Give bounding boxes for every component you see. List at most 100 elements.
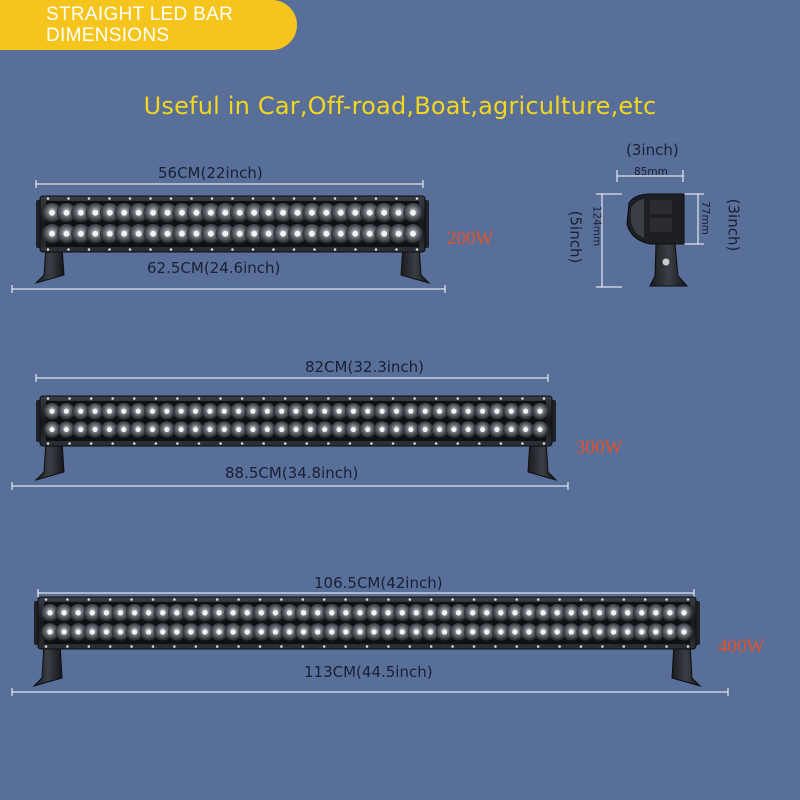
side-width-inch: (3inch)	[626, 141, 679, 159]
bar-200w-led-core	[77, 209, 84, 216]
bar-200w-screw	[272, 248, 275, 251]
bar-400w-led-core	[131, 610, 138, 616]
bar-200w-led-core	[106, 230, 113, 237]
bar-300w-screw	[370, 397, 373, 400]
bar-400w-led-core	[385, 610, 391, 616]
bar-400w-led-core	[512, 629, 518, 635]
bar-400w-led-core	[512, 610, 518, 616]
bar-200w-led-core	[337, 209, 344, 216]
bar-400w-screw	[408, 598, 412, 601]
bar-400w-screw	[665, 598, 668, 601]
bar-400w-led-core	[202, 629, 208, 635]
bar-300w-led-core	[250, 408, 256, 414]
bar-400w-led-core	[117, 629, 124, 635]
bar-400w-screw	[173, 645, 176, 648]
bar-200w-screw	[169, 248, 173, 251]
bar-200w-screw	[313, 197, 316, 200]
bar-400w-led-core	[371, 610, 377, 616]
bar-400w-screw	[686, 598, 690, 601]
bar-300w-screw	[391, 397, 395, 400]
bar-200w-screw	[292, 197, 296, 200]
bar-200w-led-core	[150, 230, 157, 237]
bar-400w-screw	[173, 598, 176, 601]
bar-400w-led-core	[160, 629, 166, 635]
bar-400w-led-core	[427, 610, 434, 616]
bar-400w-screw	[130, 598, 133, 601]
bar-400w-screw	[237, 598, 240, 601]
bar-200w-led-core	[135, 230, 142, 237]
bar-300w-led-core	[106, 427, 112, 433]
bar-300w-screw	[327, 397, 330, 400]
bar-200w-led-core	[366, 209, 373, 216]
bar-400w-led-core	[441, 629, 448, 635]
bar-300w-led-core	[264, 408, 270, 414]
bar-400w-led-core	[103, 610, 110, 616]
bar-400w-screw	[408, 645, 412, 648]
bar-300w-screw	[305, 442, 309, 445]
bar-400w-screw	[44, 645, 48, 648]
side-depth-mm: 77mm	[698, 201, 711, 235]
bar-300w-led-core	[307, 427, 313, 433]
bar-400w-screw	[515, 598, 519, 601]
bar-400w-screw	[622, 645, 626, 648]
bar-400w-screw	[322, 645, 326, 648]
bar-300w-led-core	[149, 427, 155, 433]
bar-300w-screw	[240, 397, 244, 400]
bar-400w-led-core	[47, 610, 53, 616]
bar-200w-inner-length: 56CM(22inch)	[158, 164, 263, 182]
bar-300w-led-core	[350, 427, 356, 433]
bar-400w-led-core	[329, 610, 335, 616]
bar-200w-screw	[415, 197, 419, 200]
side-depth-inch: (3inch)	[724, 198, 743, 252]
bar-400w-screw	[66, 645, 69, 648]
bar-400w-led-core	[174, 629, 180, 635]
bar-400w-led-core	[216, 629, 222, 635]
bar-300w-led-core	[92, 408, 98, 414]
bar-400w-led-core	[357, 610, 363, 616]
bar-400w-inner-length: 106.5CM(42inch)	[314, 574, 443, 592]
bar-400w-led-core	[75, 629, 81, 635]
bar-300w-led-core	[422, 408, 428, 414]
bar-200w-led-core	[179, 209, 185, 216]
bar-400w-screw	[643, 598, 647, 601]
bar-400w-led-core	[258, 629, 264, 635]
bar-400w-led-core	[413, 629, 419, 635]
bar-200w-led-core	[323, 230, 330, 237]
bar-400w-led-core	[582, 629, 589, 635]
bar-400w-led-core	[568, 610, 574, 616]
bar-300w-screw	[370, 442, 373, 445]
bar-300w-screw	[154, 442, 158, 445]
bar-200w-led-core	[92, 209, 99, 216]
bar-300w-screw	[46, 442, 50, 445]
bar-300w-screw	[262, 397, 265, 400]
bar-200w-led-core	[236, 209, 243, 216]
bar-200w-screw	[231, 248, 234, 251]
bar-400w-led-core	[357, 629, 363, 635]
bar-400w-led-core	[286, 610, 293, 616]
bar-300w-led-core	[365, 427, 371, 433]
bar-200w-led-core	[366, 230, 373, 237]
bar-300w-led-core	[379, 427, 385, 433]
bar-400w-led-core	[554, 610, 560, 616]
bar-300w-screw	[154, 397, 158, 400]
bar-400w-led-core	[399, 610, 405, 616]
bar-400w-screw	[194, 645, 198, 648]
bar-200w-screw	[251, 197, 255, 200]
bar-400w-screw	[365, 645, 369, 648]
bar-200w-screw	[395, 197, 398, 200]
bar-300w-led-core	[78, 408, 84, 414]
bar-300w-led-core	[422, 427, 428, 433]
bar-400w-led-core	[47, 629, 53, 635]
bar-200w-screw	[67, 197, 70, 200]
bar-300w-led-core	[207, 408, 213, 414]
bar-200w-led-core	[294, 209, 301, 216]
bar-200w-screw	[46, 197, 50, 200]
bar-300w-led-core	[508, 427, 514, 433]
bar-200w-screw	[354, 197, 357, 200]
bar-400w-led-core	[568, 629, 574, 635]
bar-200w-led-core	[395, 230, 402, 237]
bar-400w-led-core	[61, 610, 67, 616]
bar-300w-led-core	[494, 408, 500, 414]
bar-300w-led-core	[63, 427, 69, 433]
bar-200w-led-core	[135, 209, 142, 216]
